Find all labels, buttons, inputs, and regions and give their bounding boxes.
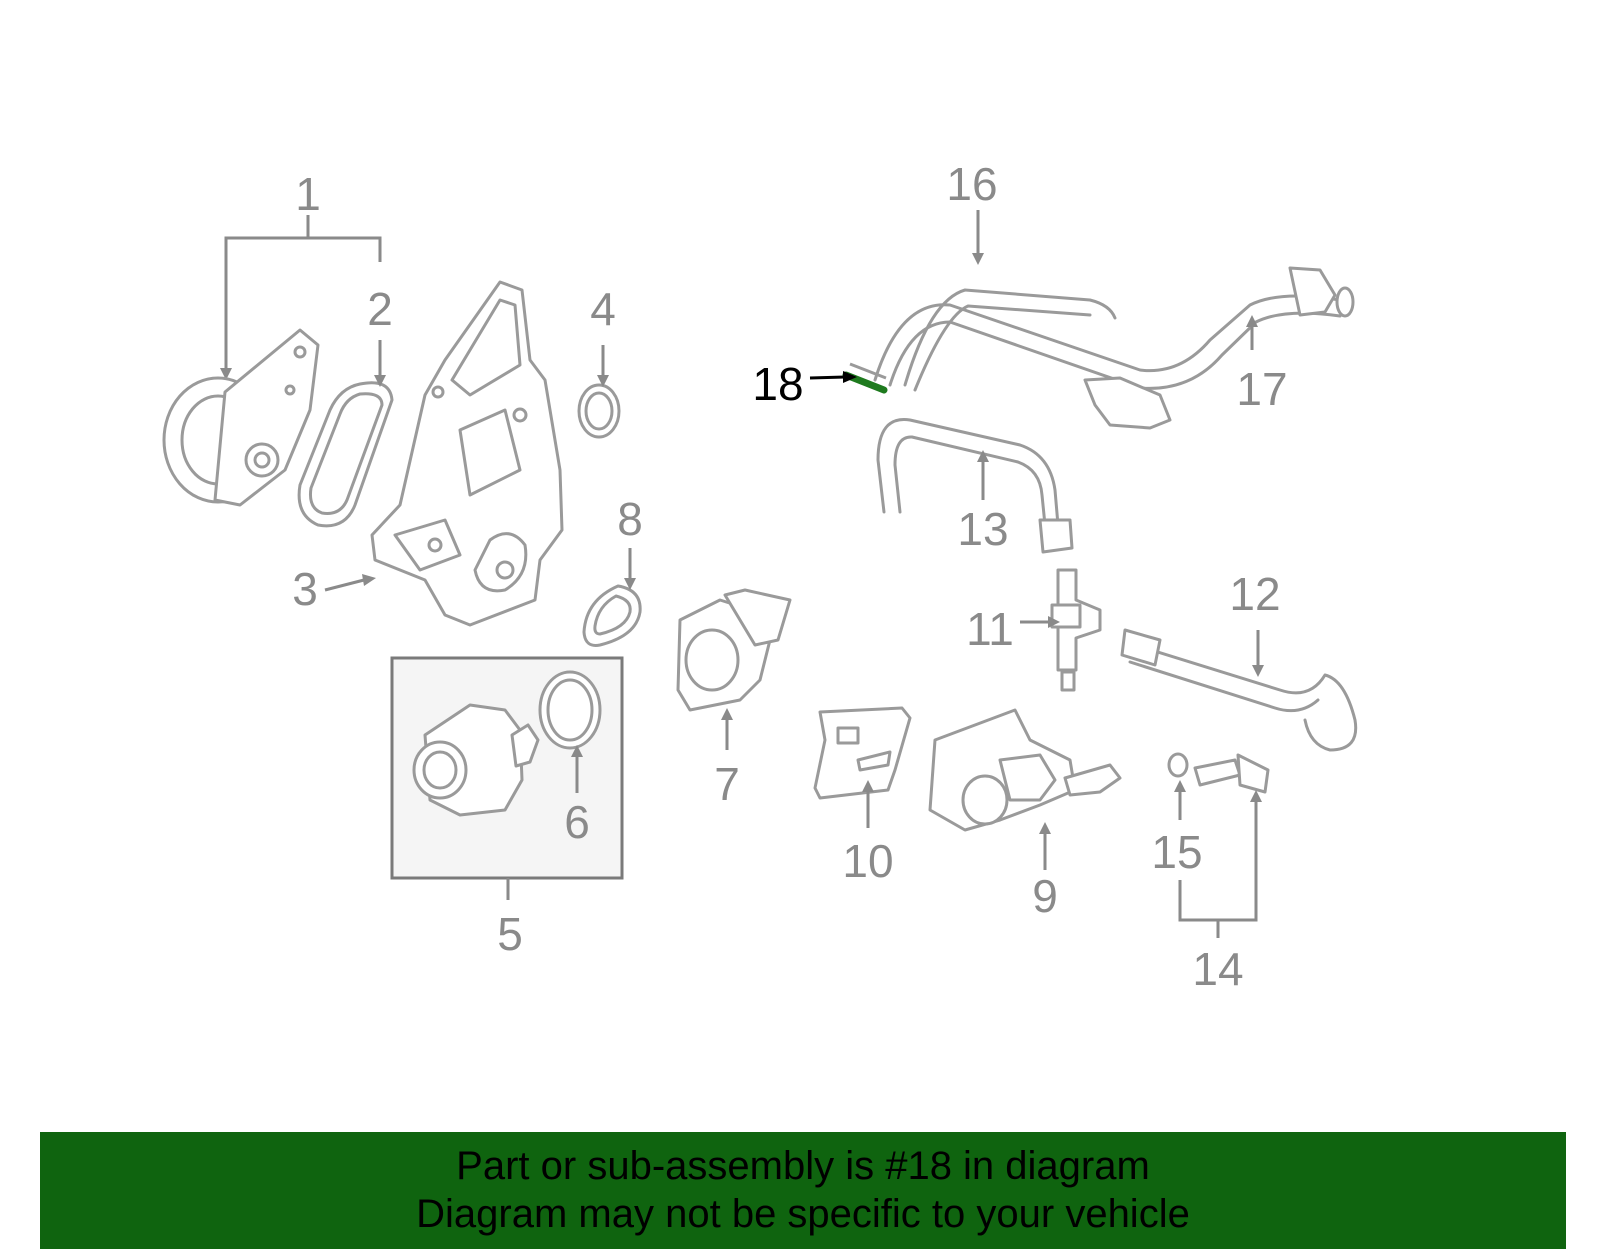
part-thermostat-cover[interactable]	[676, 588, 792, 712]
part-gasket-8[interactable]	[582, 584, 642, 647]
callout-7: 7	[714, 758, 740, 810]
part-fitting-11[interactable]	[1050, 568, 1102, 692]
banner-line-1: Part or sub-assembly is #18 in diagram	[456, 1144, 1150, 1188]
callout-12: 12	[1229, 568, 1280, 620]
part-gasket-2[interactable]	[297, 381, 394, 528]
part-thermostat-housing[interactable]	[412, 703, 540, 817]
part-hose-13[interactable]	[876, 418, 1074, 554]
callout-10: 10	[842, 835, 893, 887]
callout-13: 13	[957, 503, 1008, 555]
callout-17: 17	[1236, 363, 1287, 415]
callout-1: 1	[295, 168, 321, 220]
part-thermostat-ring-6[interactable]	[538, 670, 602, 750]
part-water-outlet-9[interactable]	[928, 708, 1122, 832]
callout-4: 4	[590, 283, 616, 335]
callout-8: 8	[617, 493, 643, 545]
callout-16: 16	[946, 158, 997, 210]
callout-2: 2	[367, 283, 393, 335]
part-bolt-14[interactable]	[1193, 753, 1270, 794]
callout-labels: 1 2 3 4 5 6 7 8 9 10 11 12 13 14 15 16 1…	[292, 158, 1287, 995]
leader-lines	[324, 210, 1264, 938]
banner-line-2: Diagram may not be specific to your vehi…	[416, 1192, 1190, 1236]
sub-assembly-box-5[interactable]	[390, 656, 624, 900]
callout-18: 18	[752, 358, 803, 410]
part-o-ring-4[interactable]	[577, 383, 621, 439]
part-hose-12[interactable]	[1120, 628, 1358, 752]
callout-15: 15	[1151, 826, 1202, 878]
callout-3: 3	[292, 563, 318, 615]
info-banner: Part or sub-assembly is #18 in diagram D…	[40, 1132, 1566, 1249]
callout-11: 11	[966, 603, 1014, 655]
callout-9: 9	[1032, 870, 1058, 922]
callout-6: 6	[564, 796, 590, 848]
callout-14: 14	[1192, 943, 1243, 995]
callout-5: 5	[497, 908, 523, 960]
part-water-pump-pulley[interactable]	[162, 328, 320, 507]
bracket-1	[220, 215, 382, 380]
part-pump-housing[interactable]	[370, 280, 564, 627]
part-gasket-plate-10[interactable]	[813, 706, 912, 800]
part-coolant-pipes-16-17[interactable]	[873, 266, 1355, 430]
part-washer-15[interactable]	[1167, 752, 1189, 778]
